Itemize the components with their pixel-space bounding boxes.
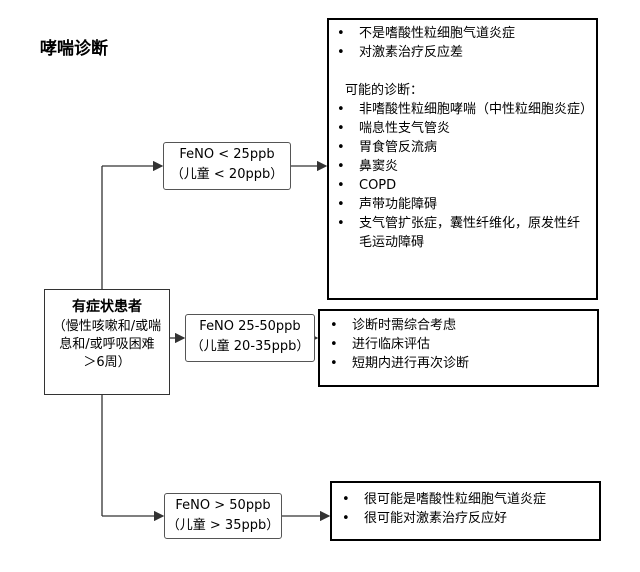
list-item: •短期内进行再次诊断: [330, 356, 470, 371]
list-item: •支气管扩张症，囊性纤维化，原发性纤毛运动障碍: [337, 216, 581, 250]
list-item: •声带功能障碍: [337, 197, 438, 212]
bullet-icon: •: [337, 102, 345, 117]
list-item: •诊断时需综合考虑: [330, 318, 457, 333]
bullet-icon: •: [330, 337, 338, 352]
list-item: •进行临床评估: [330, 337, 431, 352]
patient-line: （慢性咳嗽和/或喘: [52, 319, 162, 334]
list-item: •不是嗜酸性粒细胞气道炎症: [337, 26, 516, 41]
diagram-title: 哮喘诊断: [40, 39, 108, 59]
feno-box-high: FeNO > 50ppb （儿童 > 35ppb）: [164, 493, 282, 539]
child-threshold: （儿童 > 35ppb）: [166, 518, 280, 533]
feno-box-low: FeNO < 25ppb （儿童 < 20ppb）: [163, 142, 291, 190]
bullet-icon: •: [337, 140, 345, 155]
list-item: •很可能是嗜酸性粒细胞气道炎症: [342, 492, 547, 507]
child-threshold: （儿童 20-35ppb）: [190, 339, 310, 354]
feno-threshold: FeNO > 50ppb: [175, 498, 271, 513]
bullet-icon: •: [330, 356, 338, 371]
feno-threshold: FeNO < 25ppb: [179, 147, 275, 162]
bullet-icon: •: [337, 26, 345, 41]
bullet-icon: •: [330, 318, 338, 333]
result-box-mid: •诊断时需综合考虑 •进行临床评估 •短期内进行再次诊断: [318, 309, 599, 387]
feno-box-mid: FeNO 25-50ppb （儿童 20-35ppb）: [185, 314, 315, 362]
list-item: •鼻窦炎: [337, 159, 399, 174]
list-item: •喘息性支气管炎: [337, 121, 451, 136]
patient-line: ＞6周）: [83, 355, 131, 370]
bullet-icon: •: [337, 216, 345, 231]
bullet-icon: •: [337, 178, 345, 193]
bullet-icon: •: [342, 511, 350, 526]
patient-title: 有症状患者: [72, 299, 142, 315]
list-item: •对激素治疗反应差: [337, 45, 464, 60]
result-box-high: •很可能是嗜酸性粒细胞气道炎症 •很可能对激素治疗反应好: [330, 481, 601, 541]
list-item: •非嗜酸性粒细胞哮喘（中性粒细胞炎症）: [337, 102, 594, 117]
bullet-icon: •: [337, 45, 345, 60]
bullet-icon: •: [337, 121, 345, 136]
patient-box: 有症状患者 （慢性咳嗽和/或喘 息和/或呼吸困难 ＞6周）: [44, 289, 170, 395]
bullet-icon: •: [337, 197, 345, 212]
list-item: •很可能对激素治疗反应好: [342, 511, 508, 526]
feno-threshold: FeNO 25-50ppb: [199, 319, 301, 334]
child-threshold: （儿童 < 20ppb）: [170, 167, 284, 182]
patient-line: 息和/或呼吸困难: [59, 337, 155, 352]
list-item: •COPD: [337, 178, 397, 193]
possible-diagnoses-heading: 可能的诊断：: [345, 83, 424, 98]
result-box-low: •不是嗜酸性粒细胞气道炎症 •对激素治疗反应差 可能的诊断： •非嗜酸性粒细胞哮…: [327, 18, 598, 300]
bullet-icon: •: [342, 492, 350, 507]
bullet-icon: •: [337, 159, 345, 174]
list-item: •胃食管反流病: [337, 140, 438, 155]
